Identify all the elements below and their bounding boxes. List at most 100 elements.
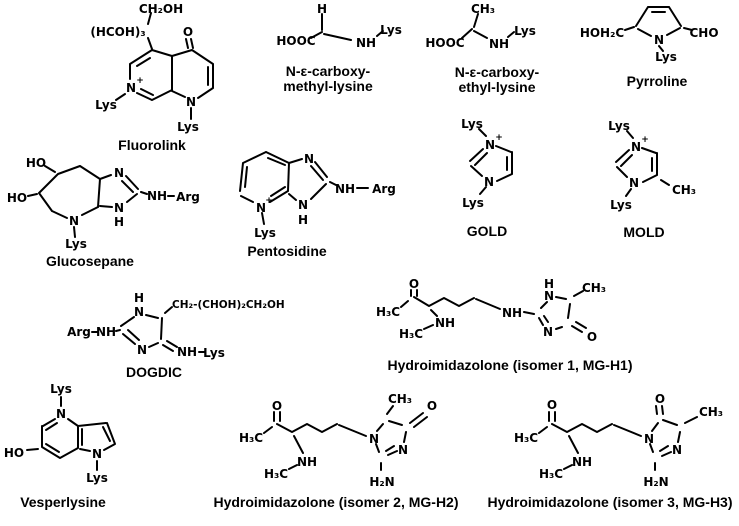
atom-label-o: O	[409, 277, 419, 291]
charge-plus: +	[495, 133, 503, 143]
atom-label-h3c: H₃C	[539, 467, 563, 481]
atom-label-n: N	[298, 198, 308, 212]
atom-label-o: O	[427, 399, 437, 413]
atom-label-lys: Lys	[177, 120, 199, 134]
atom-label-h: H	[544, 277, 554, 291]
atom-label-h: H	[134, 291, 144, 305]
structure-mgh2: H₃C O NH H₃C N CH₃ O N H₂N Hydroimidazol…	[213, 392, 458, 510]
atom-label-lys: Lys	[608, 119, 630, 133]
structure-gold: Lys N + N Lys GOLD	[461, 117, 513, 239]
atom-label-nh: NH	[96, 325, 116, 339]
bond-skeleton	[310, 13, 384, 41]
atom-label-ho: HO	[7, 191, 27, 205]
atom-label-o: O	[587, 330, 597, 344]
atom-label-nh: NH	[435, 316, 455, 330]
structure-cel: CH₃ HOOC NH Lys N-ε-carboxy- ethyl-lysin…	[425, 2, 539, 95]
bond-skeleton	[624, 6, 693, 52]
atom-label-lys: Lys	[610, 198, 632, 212]
atom-label-n: N	[544, 289, 554, 303]
atom-label-h3c: H₃C	[399, 327, 423, 341]
atom-label-n: N	[114, 201, 124, 215]
atom-label-n: N	[672, 443, 682, 457]
atom-label-h: H	[317, 2, 327, 16]
atom-label-n: N	[629, 176, 639, 190]
atom-label-arg: Arg	[67, 325, 91, 339]
atom-label-o: O	[183, 25, 193, 39]
atom-label-lys: Lys	[50, 382, 72, 396]
atom-label-o: O	[272, 399, 282, 413]
atom-label-h3c: H₃C	[239, 431, 263, 445]
atom-label-nh: NH	[335, 182, 355, 196]
structure-caption-dogdic: DOGDIC	[126, 364, 182, 380]
structure-caption-mgh1: Hydroimidazolone (isomer 1, MG-H1)	[387, 357, 632, 373]
structure-caption-mgh3: Hydroimidazolone (isomer 3, MG-H3)	[487, 494, 732, 510]
structure-caption-pyrroline: Pyrroline	[627, 73, 688, 89]
atom-label-ho: HO	[4, 446, 24, 460]
atom-label-n-plus: N	[256, 201, 266, 215]
structure-cml: H HOOC NH Lys N-ε-carboxy- methyl-lysine	[276, 2, 402, 94]
atom-label-n: N	[56, 407, 66, 421]
structure-caption-glucosepane: Glucosepane	[46, 253, 134, 269]
atom-label-lys: Lys	[95, 98, 117, 112]
atom-label-n: N	[304, 152, 314, 166]
structure-caption-cml-line2: methyl-lysine	[283, 78, 373, 94]
structure-caption-cml-line1: N-ε-carboxy-	[286, 63, 371, 79]
atom-label-ch2oh: CH₂OH	[139, 2, 183, 16]
atom-label-h2n: H₂N	[369, 475, 394, 489]
atom-label-h2n: H₂N	[643, 475, 668, 489]
atom-label-ch3: CH₃	[388, 392, 412, 406]
atom-label-n: N	[186, 95, 196, 109]
atom-label-lys: Lys	[655, 50, 677, 64]
atom-label-nh: NH	[502, 306, 522, 320]
bond-skeleton	[615, 130, 670, 197]
atom-label-n-plus: N	[485, 138, 495, 152]
bond-skeleton	[538, 405, 698, 471]
structure-caption-vesperlysine: Vesperlysine	[20, 494, 106, 510]
atom-label-n: N	[134, 305, 144, 319]
atom-label-arg: Arg	[372, 182, 396, 196]
bond-skeleton	[26, 396, 116, 471]
atom-label-h3c: H₃C	[376, 305, 400, 319]
atom-label-nh: NH	[489, 37, 509, 51]
structure-caption-pentosidine: Pentosidine	[247, 243, 327, 259]
atom-label-h3c: H₃C	[514, 431, 538, 445]
atom-label-nh: NH	[297, 455, 317, 469]
atom-label-cho: CHO	[689, 26, 718, 40]
atom-label-h3c: H₃C	[264, 467, 288, 481]
atom-label-lys: Lys	[461, 117, 483, 131]
structure-glucosepane: HO HO N N H NH Arg N Lys Glucosepane	[7, 156, 200, 269]
bond-skeleton	[239, 151, 369, 225]
structure-fluorolink: CH₂OH (HCOH)₃ O N + Lys N Lys Fluorolink	[90, 2, 214, 153]
structure-mgh1: H₃C O NH NH H₃C H N CH₃ N O Hydroimidazo…	[376, 277, 633, 373]
atom-label-n: N	[654, 33, 664, 47]
structure-pentosidine: N + Lys N N H NH Arg Pentosidine	[239, 151, 396, 259]
structure-vesperlysine: Lys N HO N Lys Vesperlysine	[4, 382, 116, 510]
structure-caption-mold: MOLD	[623, 224, 664, 240]
atom-label-o: O	[655, 392, 665, 406]
atom-label-ch3: CH₃	[672, 183, 696, 197]
atom-label-nh: NH	[356, 36, 376, 50]
atom-label-nh: NH	[177, 345, 197, 359]
atom-label-hoh2c: HOH₂C	[580, 26, 625, 40]
structure-mgh3: H₃C O NH H₃C N O CH₃ N H₂N Hydroimidazol…	[487, 392, 732, 510]
structure-caption-gold: GOLD	[467, 223, 507, 239]
atom-label-n-plus: N	[631, 140, 641, 154]
atom-label-hooc: HOOC	[425, 36, 464, 50]
bond-skeleton	[400, 289, 587, 333]
structure-caption-mgh2: Hydroimidazolone (isomer 2, MG-H2)	[213, 494, 458, 510]
atom-label-n: N	[114, 166, 124, 180]
atom-label-n: N	[369, 432, 379, 446]
atom-label-n: N	[137, 343, 147, 357]
atom-label-ho: HO	[26, 156, 46, 170]
bond-skeleton	[461, 13, 515, 39]
atom-label-o: O	[547, 398, 557, 412]
bond-skeleton	[27, 165, 175, 238]
charge-plus: +	[641, 135, 649, 145]
atom-label-hooc: HOOC	[276, 34, 315, 48]
atom-label-hcoh3: (HCOH)₃	[90, 25, 145, 39]
atom-label-n: N	[484, 175, 494, 189]
atom-label-n: N	[398, 443, 408, 457]
atom-label-h: H	[298, 213, 308, 227]
atom-label-lys: Lys	[462, 196, 484, 210]
atom-label-ch3: CH₃	[582, 281, 606, 295]
